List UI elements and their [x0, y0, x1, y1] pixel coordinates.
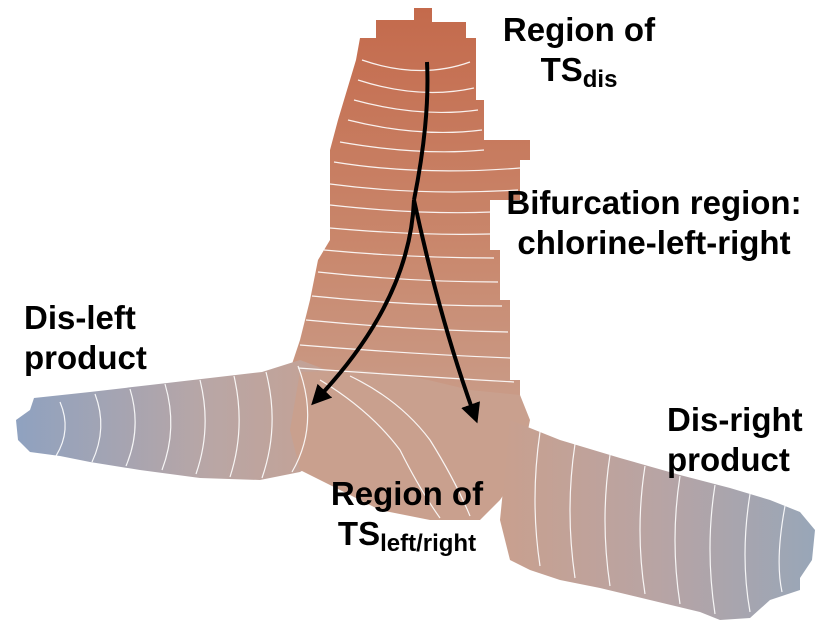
label-line: Bifurcation region: [506, 184, 802, 221]
label-dis-left-product: Dis-left product [24, 298, 147, 378]
left-branch-arrow [311, 199, 416, 406]
label-main: TS [337, 515, 381, 552]
label-subscript: left/right [380, 530, 477, 557]
label-main: TS [540, 51, 583, 88]
label-line: product [667, 441, 790, 478]
label-line: Dis-right [667, 401, 803, 438]
right-branch-arrow [412, 199, 481, 424]
label-line: chlorine-left-right [517, 224, 791, 261]
reaction-path-arrows [311, 61, 481, 424]
dis-right-arm-surface [500, 420, 815, 620]
label-line: TSdis [494, 50, 664, 100]
label-line: Region of [330, 475, 484, 512]
label-region-ts-left-right: Region of TSleft/right [318, 474, 496, 564]
trunk-path [412, 61, 430, 201]
dis-left-arm-surface [16, 360, 370, 480]
label-subscript: dis [582, 66, 618, 93]
label-line: TSleft/right [318, 514, 496, 564]
label-line: product [24, 339, 147, 376]
label-bifurcation-region: Bifurcation region: chlorine-left-right [484, 183, 824, 263]
label-line: Region of [502, 11, 656, 48]
label-line: Dis-left [24, 299, 136, 336]
label-region-ts-dis: Region of TSdis [494, 10, 664, 100]
label-dis-right-product: Dis-right product [667, 400, 803, 480]
